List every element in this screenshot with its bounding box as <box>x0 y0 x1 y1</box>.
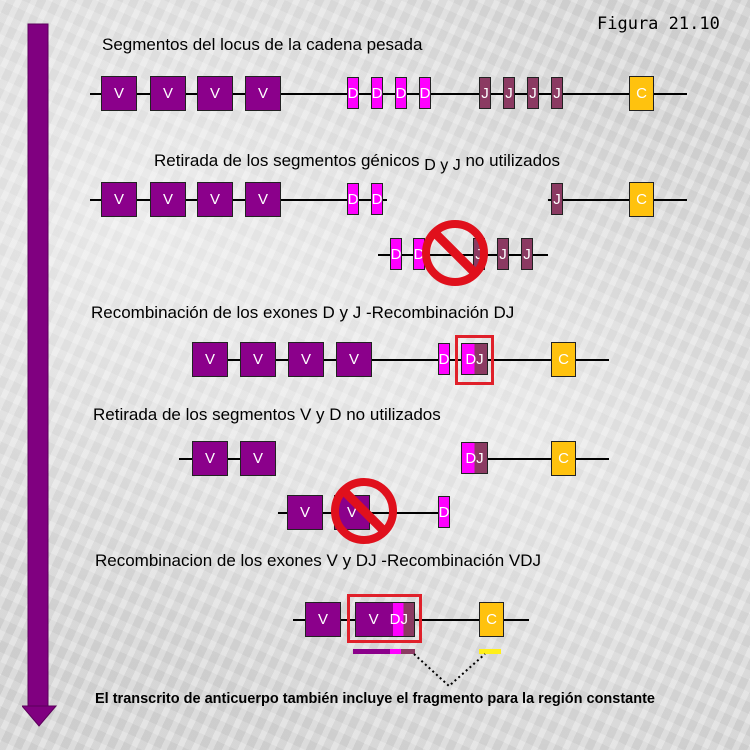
step5-title: Recombinacion de los exones V y DJ -Reco… <box>95 551 541 570</box>
v-segment: V <box>150 76 186 111</box>
down-arrow-icon <box>22 23 58 727</box>
step2-title-end: no utilizados <box>465 151 560 170</box>
vdj-segment: V DJ <box>355 602 415 637</box>
transcript-v-bar <box>353 649 390 654</box>
figure-label: Figura 21.10 <box>597 14 720 34</box>
d-segment: D <box>438 343 450 375</box>
footer-caption: El transcrito de anticuerpo también incl… <box>95 691 655 707</box>
step4-title: Retirada de los segmentos V y D no utili… <box>93 405 441 424</box>
step2-title-dj: D y J <box>424 157 461 174</box>
transcript-d-bar <box>390 649 401 654</box>
chromosome-line <box>192 359 609 361</box>
c-segment: C <box>551 441 576 476</box>
v-segment: V <box>192 441 228 476</box>
j-segment: J <box>497 238 509 270</box>
c-segment: C <box>629 76 654 111</box>
v-segment: V <box>287 495 323 530</box>
d-segment: D <box>347 183 359 215</box>
dj-highlight-box <box>455 335 494 385</box>
c-segment: C <box>551 342 576 377</box>
d-segment: D <box>371 77 383 109</box>
chromosome-line <box>485 458 609 460</box>
d-segment: D <box>438 496 450 528</box>
chromosome-line <box>548 199 687 201</box>
vdj-v-label: V <box>368 611 379 628</box>
v-segment: V <box>245 76 281 111</box>
step2-title: Retirada de los segmentos génicos D y J … <box>154 151 560 174</box>
v-segment: V <box>197 182 233 217</box>
transcript-j-bar <box>401 649 415 654</box>
v-segment: V <box>288 342 324 377</box>
v-segment: V <box>336 342 372 377</box>
dj-segment: DJ <box>461 343 488 375</box>
splice-connector <box>413 653 486 688</box>
j-segment: J <box>527 77 539 109</box>
v-segment: V <box>192 342 228 377</box>
step3-title: Recombinación de los exones D y J -Recom… <box>91 303 515 322</box>
c-segment: C <box>479 602 504 637</box>
vdj-dj-label: DJ <box>389 611 408 628</box>
d-segment: D <box>413 238 425 270</box>
v-segment: V <box>240 441 276 476</box>
j-segment: J <box>521 238 533 270</box>
d-segment: D <box>371 183 383 215</box>
dj-segment: DJ <box>461 442 488 474</box>
d-segment: D <box>395 77 407 109</box>
prohibition-icon <box>331 478 397 544</box>
chromosome-line <box>90 93 687 95</box>
transcript-c-bar <box>479 649 501 654</box>
vdj-highlight-box <box>347 594 422 643</box>
prohibition-icon <box>422 220 488 286</box>
d-segment: D <box>347 77 359 109</box>
v-segment: V <box>150 182 186 217</box>
step2-title-start: Retirada de los segmentos génicos <box>154 151 420 170</box>
step1-title: Segmentos del locus de la cadena pesada <box>102 35 423 54</box>
chromosome-line <box>90 199 387 201</box>
v-segment: V <box>305 602 341 637</box>
d-segment: D <box>419 77 431 109</box>
j-segment: J <box>503 77 515 109</box>
v-segment: V <box>101 182 137 217</box>
j-segment: J <box>551 77 563 109</box>
v-segment: V <box>197 76 233 111</box>
j-segment: J <box>551 183 563 215</box>
v-segment: V <box>240 342 276 377</box>
v-segment: V <box>101 76 137 111</box>
c-segment: C <box>629 182 654 217</box>
j-segment: J <box>479 77 491 109</box>
d-segment: D <box>390 238 402 270</box>
v-segment: V <box>245 182 281 217</box>
